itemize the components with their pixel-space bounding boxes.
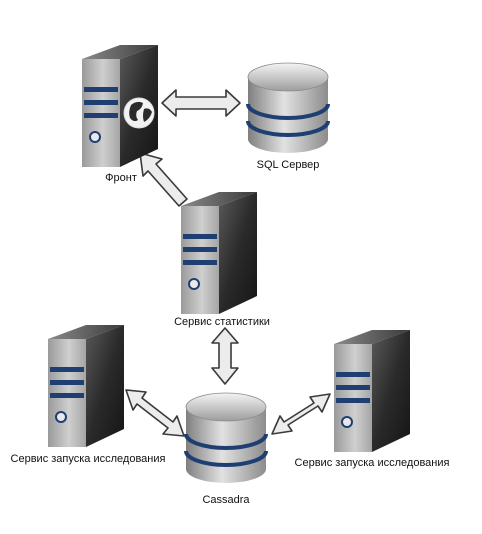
single-arrow-shape: [139, 152, 188, 207]
edge-runner-left-cassandra: [125, 389, 185, 437]
runner-right-label: Сервис запуска исследования: [294, 457, 450, 469]
runner-left-label: Сервис запуска исследования: [10, 453, 166, 465]
front-label: Фронт: [105, 172, 137, 184]
edge-stats-front: [139, 152, 188, 207]
runner-right-server-icon: [334, 330, 410, 452]
edge-stats-cassandra: [211, 327, 239, 385]
cassandra-database-icon: [184, 392, 268, 483]
runner-left-server-icon: [48, 325, 124, 447]
double-arrow-shape: [211, 327, 239, 385]
cassandra-label: Cassadra: [202, 494, 250, 506]
edge-front-sql: [161, 89, 241, 117]
double-arrow-shape: [271, 393, 331, 435]
double-arrow-shape: [161, 89, 241, 117]
sql-database-icon: [246, 62, 330, 153]
edge-runner-right-cassandra: [271, 393, 331, 435]
stats-server-icon: [181, 192, 257, 314]
double-arrow-shape: [125, 389, 185, 437]
sql-server-label: SQL Сервер: [256, 159, 320, 171]
stats-service-label: Сервис статистики: [174, 316, 270, 328]
globe-icon: [123, 97, 155, 129]
front-server-icon: [82, 45, 158, 167]
